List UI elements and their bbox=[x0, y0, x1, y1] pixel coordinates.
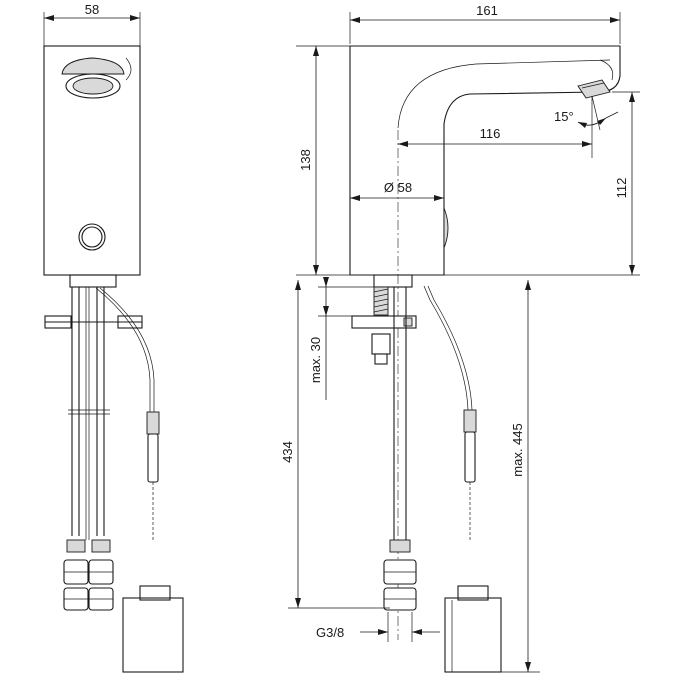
side-bracket-screw bbox=[403, 317, 413, 327]
arrow-g38-left bbox=[378, 629, 388, 635]
aerator-inner bbox=[72, 77, 114, 95]
sensor-button-inner bbox=[81, 226, 103, 248]
arrow-116-left bbox=[398, 141, 408, 147]
tap-body-side bbox=[349, 45, 621, 276]
side-fittings bbox=[383, 539, 417, 611]
side-control-box-cap bbox=[457, 585, 489, 601]
sensor-button-outer bbox=[78, 223, 106, 251]
arrow-left bbox=[44, 15, 54, 21]
side-control-box bbox=[444, 597, 502, 673]
side-cable-plug bbox=[464, 431, 476, 483]
spout-shade bbox=[125, 57, 132, 81]
body-contour bbox=[397, 59, 611, 129]
front-fittings bbox=[63, 539, 114, 611]
spray-angled bbox=[591, 95, 601, 131]
angle-arrow-right bbox=[597, 118, 606, 125]
arrow-434-top bbox=[295, 280, 301, 290]
arrow-112-bottom bbox=[629, 265, 635, 275]
fixing-nut-end bbox=[374, 353, 388, 365]
thread-hatch bbox=[373, 288, 389, 313]
arrow-dia-right bbox=[434, 195, 444, 201]
control-box-cap bbox=[139, 585, 171, 601]
pipe-bands bbox=[68, 409, 110, 415]
side-cable-connector bbox=[463, 409, 477, 433]
arrow-161-right bbox=[610, 17, 620, 23]
side-cable-a bbox=[423, 285, 469, 411]
side-base-plate bbox=[373, 274, 413, 288]
side-bracket bbox=[351, 315, 417, 329]
dim-angle: 15° bbox=[554, 109, 574, 124]
dim-outlet-height: 112 bbox=[614, 178, 629, 199]
arrow-445-top bbox=[525, 280, 531, 290]
aerator-line bbox=[581, 82, 605, 89]
arrow-138-bottom bbox=[313, 265, 319, 275]
angle-leader bbox=[605, 111, 619, 119]
cable-connector bbox=[146, 411, 160, 435]
cable-plug bbox=[147, 433, 159, 483]
front-base-plate bbox=[69, 274, 117, 288]
arrow-30-top bbox=[323, 277, 329, 287]
dim-thread: G3/8 bbox=[316, 625, 344, 640]
arrow-right bbox=[130, 15, 140, 21]
arrow-dia-left bbox=[350, 195, 360, 201]
sensor-window-side bbox=[443, 207, 449, 249]
front-view: 58 bbox=[43, 2, 184, 673]
spout-aerator bbox=[577, 79, 611, 99]
spout-end-shade bbox=[599, 59, 614, 81]
side-view: 161 138 112 116 bbox=[280, 3, 640, 673]
arrow-112-top bbox=[629, 92, 635, 102]
arrow-116-right bbox=[582, 141, 592, 147]
arrow-445-bottom bbox=[525, 662, 531, 672]
side-cable-b bbox=[427, 285, 473, 411]
spout-outlet-front bbox=[61, 57, 125, 75]
dim-max-30: max. 30 bbox=[308, 337, 323, 383]
arrow-30-bottom bbox=[323, 306, 329, 316]
threaded-stud bbox=[373, 286, 389, 316]
dim-max-445: max. 445 bbox=[510, 423, 525, 476]
dim-height: 138 bbox=[298, 149, 313, 171]
dim-reach: 116 bbox=[480, 126, 501, 141]
control-box bbox=[122, 597, 184, 673]
arrow-g38-right bbox=[412, 629, 422, 635]
dim-front-width: 58 bbox=[85, 2, 99, 17]
dim-diameter: Ø 58 bbox=[384, 180, 412, 195]
arrow-161-left bbox=[350, 17, 360, 23]
sensor-cable-a bbox=[95, 287, 151, 412]
fixing-nut bbox=[371, 333, 391, 355]
sensor-cable-b bbox=[99, 287, 155, 412]
dim-hose-length: 434 bbox=[280, 441, 295, 463]
angle-arrow-left bbox=[578, 122, 587, 128]
arrow-138-top bbox=[313, 46, 319, 56]
dim-side-length: 161 bbox=[476, 3, 498, 18]
arrow-434-bottom bbox=[295, 598, 301, 608]
